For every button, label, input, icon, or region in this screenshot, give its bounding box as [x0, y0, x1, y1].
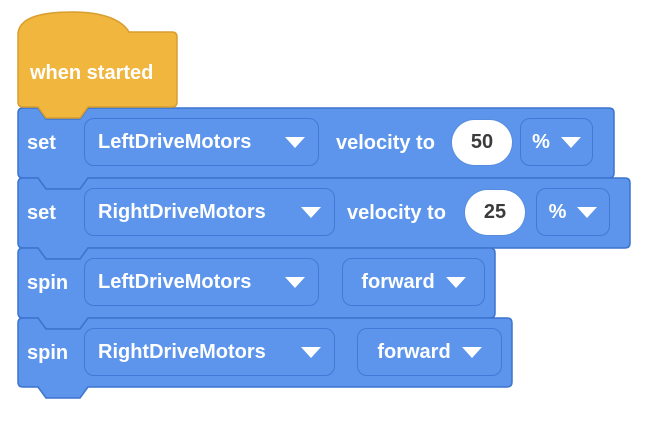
- when-started-label: when started: [30, 61, 154, 84]
- dropdown-arrow-icon: [577, 206, 598, 218]
- dropdown-arrow-icon: [285, 136, 305, 148]
- verb-label: spin: [27, 271, 69, 294]
- unit-dropdown[interactable]: %: [520, 118, 593, 166]
- direction-dropdown[interactable]: forward: [342, 258, 485, 306]
- motor-dropdown[interactable]: RightDriveMotors: [84, 328, 335, 376]
- dropdown-arrow-icon: [285, 276, 305, 288]
- set-left-velocity-block[interactable]: set LeftDriveMotors velocity to 50 %: [18, 108, 614, 178]
- dropdown-arrow-icon: [560, 136, 581, 148]
- motor-dropdown-value: RightDriveMotors: [98, 340, 266, 363]
- motor-dropdown-value: LeftDriveMotors: [98, 270, 252, 293]
- motor-dropdown-value: LeftDriveMotors: [98, 130, 252, 153]
- dropdown-arrow-icon: [445, 276, 466, 288]
- motor-dropdown-value: RightDriveMotors: [98, 200, 266, 223]
- verb-label: set: [27, 201, 56, 224]
- unit-dropdown-value: %: [548, 200, 567, 223]
- unit-dropdown[interactable]: %: [536, 188, 610, 236]
- direction-dropdown-value: forward: [377, 340, 451, 363]
- velocity-to-label: velocity to: [336, 131, 435, 154]
- dropdown-arrow-icon: [301, 346, 321, 358]
- set-right-velocity-block[interactable]: set RightDriveMotors velocity to 25 %: [18, 178, 630, 248]
- unit-dropdown-value: %: [532, 130, 550, 153]
- direction-dropdown-value: forward: [361, 270, 435, 293]
- velocity-value: 25: [483, 201, 507, 223]
- when-started-hat-block-shape[interactable]: [17, 11, 178, 119]
- direction-dropdown[interactable]: forward: [357, 328, 502, 376]
- velocity-value-input[interactable]: 25: [465, 190, 525, 235]
- when-started-hat-block[interactable]: when started: [18, 12, 177, 107]
- dropdown-arrow-icon: [461, 346, 482, 358]
- spin-left-block[interactable]: spin LeftDriveMotors forward: [18, 248, 495, 318]
- motor-dropdown[interactable]: RightDriveMotors: [84, 188, 335, 236]
- verb-label: set: [27, 131, 56, 154]
- velocity-value-input[interactable]: 50: [452, 120, 512, 165]
- spin-right-block[interactable]: spin RightDriveMotors forward: [18, 318, 512, 388]
- velocity-value: 50: [470, 131, 494, 153]
- motor-dropdown[interactable]: LeftDriveMotors: [84, 258, 319, 306]
- velocity-to-label: velocity to: [347, 201, 446, 224]
- motor-dropdown[interactable]: LeftDriveMotors: [84, 118, 319, 166]
- verb-label: spin: [27, 341, 69, 364]
- dropdown-arrow-icon: [301, 206, 321, 218]
